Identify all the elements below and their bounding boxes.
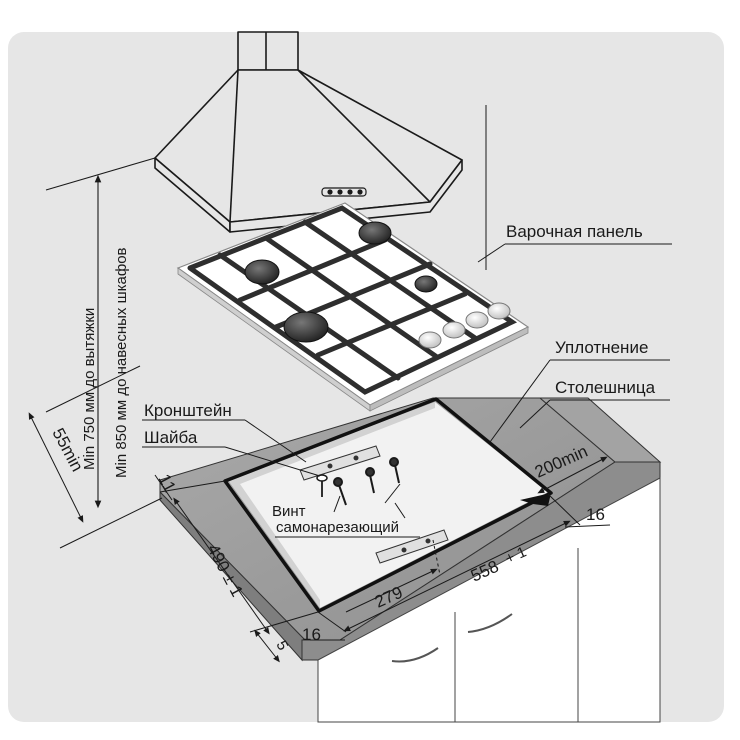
- hob-label: Варочная панель: [506, 222, 643, 241]
- hood-control-buttons: [321, 187, 367, 197]
- burner-left-rear-icon: [244, 259, 280, 285]
- screw-head-icon: [365, 467, 375, 477]
- front-side-dimension: 16: [302, 625, 321, 644]
- washer-label: Шайба: [144, 428, 198, 447]
- countertop-label: Столешница: [555, 378, 656, 397]
- knob-3-icon: [465, 311, 489, 329]
- screw-label-line1: Винт: [272, 503, 306, 520]
- right-side-dimension: 16: [586, 505, 605, 524]
- hood-height-dimension: [45, 157, 156, 509]
- seal-countertop-leaders: [489, 359, 670, 443]
- dimension-lines: [28, 365, 611, 663]
- hob-knobs: [418, 302, 511, 349]
- screw-label-line2: самонарезающий: [276, 519, 399, 536]
- cutout-inner-wall: [228, 402, 435, 608]
- knob-1-icon: [418, 331, 442, 349]
- self-tapping-screws: [333, 457, 400, 506]
- cabinet-min-distance-label: Min 850 мм до навесных шкафов: [113, 247, 130, 478]
- seal-label: Уплотнение: [555, 338, 648, 357]
- burner-center-rear-icon: [358, 221, 392, 245]
- screw-head-icon: [333, 477, 343, 487]
- hood-min-distance-label: Min 750 мм до вытяжки: [81, 308, 98, 470]
- knob-4-icon: [487, 302, 511, 320]
- burner-front-large-icon: [283, 311, 329, 343]
- gas-hob: [176, 202, 530, 412]
- burner-right-small-icon: [414, 275, 438, 293]
- knob-2-icon: [442, 321, 466, 339]
- screw-head-icon: [389, 457, 399, 467]
- bracket-label: Кронштейн: [144, 401, 232, 420]
- range-hood: [154, 31, 463, 233]
- mounting-bracket-rear: [299, 445, 381, 481]
- hob-burners: [244, 221, 438, 343]
